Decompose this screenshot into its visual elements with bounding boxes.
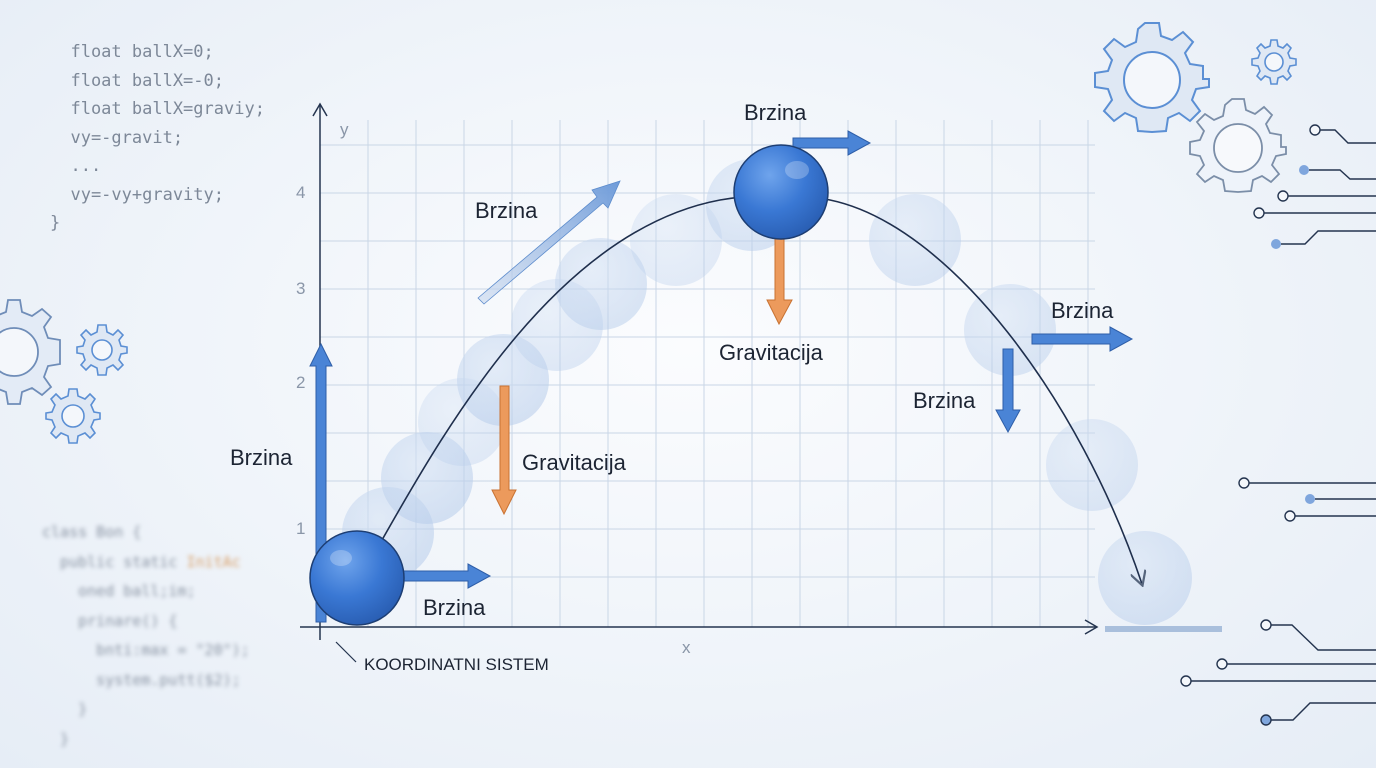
gravity-arrow-1 bbox=[491, 385, 517, 516]
label-velocity-right-start: Brzina bbox=[423, 595, 486, 620]
y-axis-arrowhead bbox=[312, 102, 328, 117]
arrow-diagonal-velocity bbox=[477, 180, 621, 305]
code-line: } bbox=[42, 729, 70, 748]
gear-icon bbox=[1189, 98, 1287, 193]
gear-icon bbox=[45, 388, 101, 444]
code-line: vy=-vy+gravity; bbox=[50, 184, 224, 205]
x-axis-label: x bbox=[682, 638, 691, 657]
arrow-right-start bbox=[397, 563, 492, 589]
arrow-right-descent bbox=[1031, 326, 1134, 352]
ball-start bbox=[309, 530, 405, 626]
gear-icon bbox=[76, 324, 128, 376]
ghost-ball bbox=[555, 238, 647, 330]
code-line: class Bon { bbox=[42, 523, 142, 541]
gear-icon bbox=[0, 299, 61, 405]
label-gravity-ascent: Gravitacija bbox=[522, 450, 626, 475]
ghost-ball bbox=[1098, 531, 1192, 625]
y-axis-label: y bbox=[340, 120, 349, 139]
y-tick-label: 2 bbox=[296, 373, 306, 392]
y-tick-label: 3 bbox=[296, 279, 306, 298]
gear-icon bbox=[1094, 22, 1210, 134]
code-line: prinare() { bbox=[42, 611, 178, 630]
ball-highlight bbox=[330, 550, 352, 566]
ball-apex bbox=[733, 144, 829, 240]
ghost-ball bbox=[630, 194, 722, 286]
velocity-arrows bbox=[309, 130, 1134, 623]
y-tick-label: 4 bbox=[296, 183, 306, 202]
code-line: system.putt($2); bbox=[42, 670, 241, 689]
y-tick-label: 1 bbox=[296, 519, 306, 538]
caption-pointer bbox=[335, 641, 357, 663]
code-token-highlight: InitAc bbox=[186, 552, 241, 571]
code-line: vy=-gravit; bbox=[50, 127, 184, 148]
code-line: float ballX=0; bbox=[50, 42, 214, 62]
arrow-right-top bbox=[792, 130, 872, 156]
label-velocity-diagonal: Brzina bbox=[475, 198, 538, 223]
code-line: ... bbox=[50, 156, 102, 176]
code-snippet-top: float ballX=0; float ballX=-0; float bal… bbox=[50, 38, 265, 238]
code-line: oned ball;im; bbox=[42, 582, 196, 600]
gravity-arrows bbox=[491, 235, 793, 516]
gravity-arrow-top bbox=[766, 235, 793, 326]
code-line: float ballX=graviy; bbox=[50, 99, 265, 119]
ball-highlight bbox=[785, 161, 809, 179]
balls bbox=[309, 144, 829, 626]
code-line: float ballX=-0; bbox=[50, 70, 224, 91]
label-velocity-right-descent: Brzina bbox=[1051, 298, 1114, 323]
label-velocity-down-descent: Brzina bbox=[913, 388, 976, 413]
coordinate-system-caption: KOORDINATNI SISTEM bbox=[364, 655, 549, 674]
code-token: public static bbox=[42, 552, 187, 571]
code-line: bnti:max = "20"); bbox=[42, 641, 250, 659]
code-snippet-bottom-blurred: class Bon { public static InitAc oned ba… bbox=[42, 518, 250, 754]
gear-icon bbox=[1251, 39, 1297, 85]
code-line: } bbox=[50, 213, 61, 233]
label-velocity-top: Brzina bbox=[744, 100, 807, 125]
x-axis-arrowhead bbox=[1084, 619, 1099, 635]
label-velocity-up: Brzina bbox=[230, 445, 293, 470]
code-line: public static InitAc bbox=[42, 548, 250, 578]
label-gravity-top: Gravitacija bbox=[719, 340, 823, 365]
code-line: } bbox=[42, 700, 88, 718]
circuit-trace-icon bbox=[1180, 477, 1376, 726]
circuit-trace-icon bbox=[1253, 124, 1376, 249]
arrow-down-descent bbox=[995, 348, 1021, 434]
